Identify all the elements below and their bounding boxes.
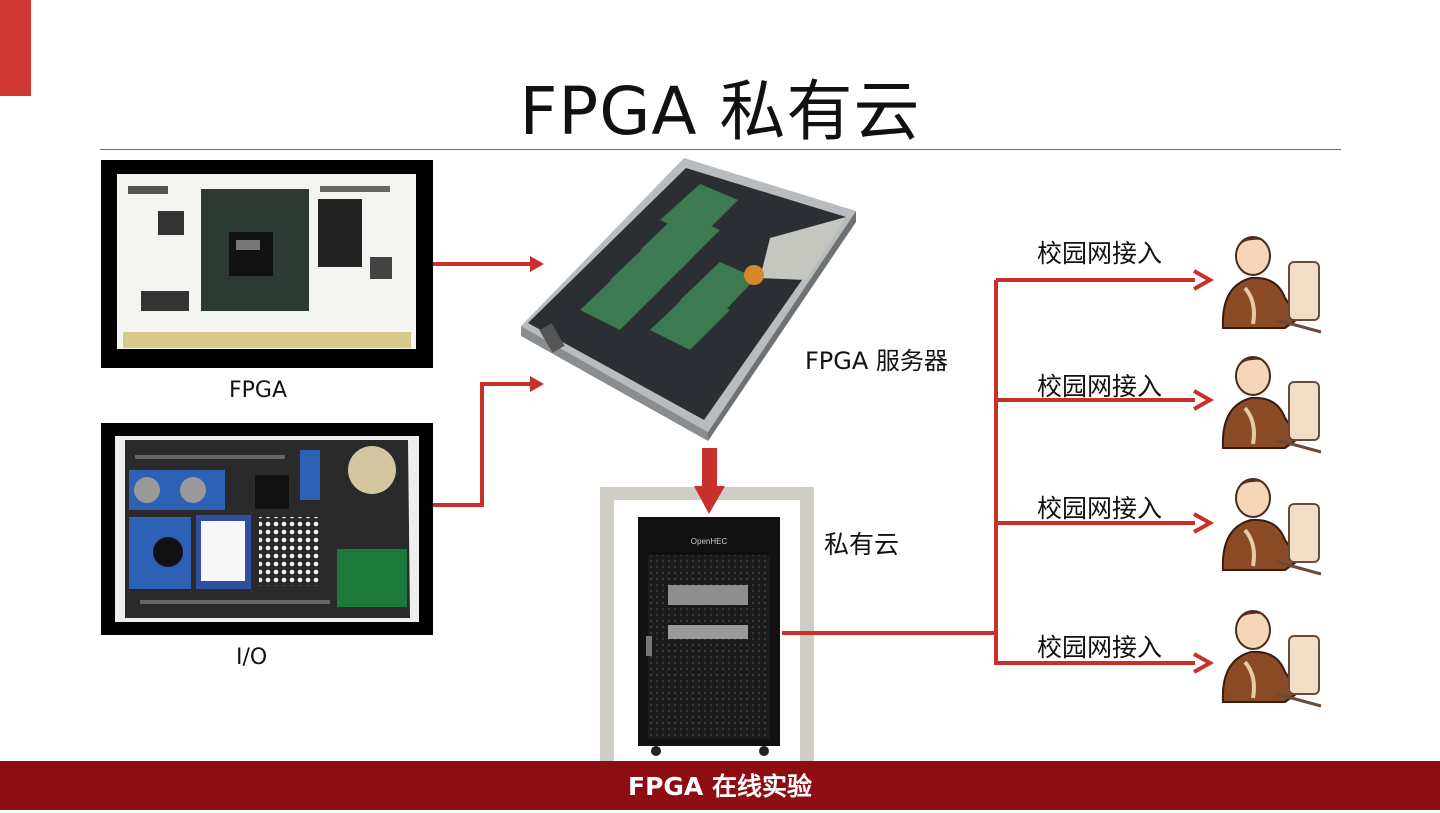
fpga-caption: FPGA	[229, 378, 287, 403]
cabinet-image: OpenHEC	[600, 487, 814, 761]
user-icon-3	[1223, 479, 1321, 574]
campus-access-label-1: 校园网接入	[1037, 234, 1162, 270]
io-board-image	[101, 423, 433, 635]
cloud-caption: 私有云	[824, 525, 899, 561]
arrow-to-server-top	[530, 256, 544, 272]
io-caption: I/O	[236, 645, 267, 670]
campus-access-label-3: 校园网接入	[1037, 489, 1162, 525]
campus-access-label-4: 校园网接入	[1037, 628, 1162, 664]
arrow-heads	[1194, 271, 1210, 672]
user-icon-2	[1223, 357, 1321, 452]
user-icon-1	[1223, 237, 1321, 332]
svg-text:OpenHEC: OpenHEC	[691, 537, 728, 546]
user-icon-4	[1223, 611, 1321, 706]
fpga-board-image	[101, 160, 433, 368]
server-image	[521, 158, 856, 441]
server-caption: FPGA 服务器	[805, 341, 948, 376]
footer-banner: FPGA 在线实验	[0, 761, 1440, 810]
campus-access-label-2: 校园网接入	[1037, 367, 1162, 403]
arrow-to-server-bottom	[530, 376, 544, 392]
